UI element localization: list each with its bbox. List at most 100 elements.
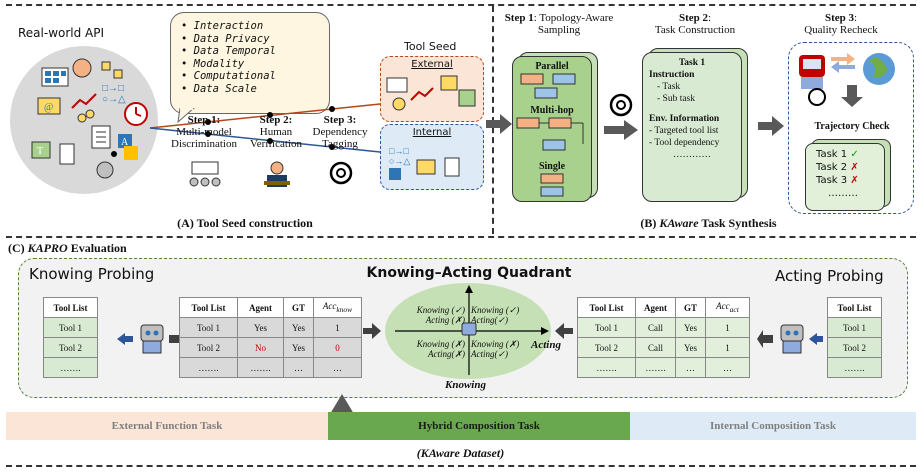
task-list-item: Task 3 ✗	[816, 175, 859, 186]
task-list: Task 1 ✓ Task 2 ✗ Task 3 ✗ ………	[805, 143, 885, 211]
panel-a-caption: (A) Tool Seed construction	[177, 216, 313, 230]
arrow-sampling-to-task	[604, 120, 638, 140]
env-item: - Tool dependency	[649, 138, 720, 148]
instruction-label: Instruction	[649, 70, 695, 80]
external-tool-icons	[386, 75, 476, 111]
svg-text:□→□: □→□	[389, 146, 409, 156]
single-label: Single	[538, 161, 566, 172]
criteria-item: • Data Scale	[181, 82, 257, 95]
evaluation-box: Knowing Probing Acting Probing Knowing–A…	[18, 258, 908, 398]
panel-b-caption: (B) KAware Task Synthesis	[640, 216, 777, 230]
quadrant-x-axis-label: Acting	[531, 339, 561, 351]
b-step2-label: Step 2:Task Construction	[654, 12, 736, 36]
quadrant-bottom-left: Knowing (✗)Acting(✗)	[416, 339, 465, 359]
ellipsis: …………	[673, 150, 711, 160]
human-verifier-icon	[264, 161, 290, 187]
panel-c-title: (C) KAPRO Evaluation	[8, 241, 127, 255]
quadrant-title: Knowing–Acting Quadrant	[366, 265, 572, 281]
internal-composition-task: Internal Composition Task	[630, 412, 916, 440]
panel-a: Real-world API □→□ ○→△ @ A T	[0, 0, 490, 236]
middle-divider	[6, 236, 916, 238]
bottom-border	[6, 465, 916, 467]
quadrant-y-axis-label: Knowing	[445, 379, 486, 391]
criteria-item: • Data Temporal	[181, 45, 276, 58]
criteria-bubble: • Interaction • Data Privacy • Data Temp…	[170, 12, 330, 114]
svg-text:A: A	[121, 137, 129, 148]
tool-list-row: Tool 1	[43, 317, 98, 338]
tool-list-row: …….	[43, 357, 98, 378]
tool-list-row: Tool 2	[827, 337, 882, 358]
external-label: External	[411, 59, 453, 70]
quadrant-top-right: Knowing (✓)Acting(✓)	[471, 305, 520, 325]
internal-tool-icons: □→□ ○→△	[389, 146, 460, 180]
arrow-a-to-b	[486, 114, 512, 134]
b-step3-label: Step 3:Quality Recheck	[804, 12, 878, 36]
tool-list-header: Tool List	[43, 297, 98, 318]
criteria-item: • Computational	[181, 70, 276, 83]
arrow-from-acting	[555, 323, 573, 339]
people-discussion-icon	[189, 161, 221, 187]
quadrant-top-left: Knowing (✓)Acting (✗)	[416, 305, 465, 325]
top-border	[6, 4, 916, 6]
openai-icon	[609, 93, 633, 117]
knowing-tool-list: Tool List Tool 1 Tool 2 …….	[43, 297, 98, 378]
knowing-robot-arrows	[117, 324, 187, 354]
table-header-row: Tool List Agent GT Accknow	[179, 297, 362, 318]
step3-label: Step 3: Dependency Tagging	[312, 114, 368, 150]
task-list-more: ………	[828, 188, 858, 199]
subtask-item: - Sub task	[657, 94, 695, 104]
api-circle: □→□ ○→△ @ A T	[10, 46, 158, 194]
tool-list-row: Tool 2	[43, 337, 98, 358]
criteria-item: • Modality	[181, 57, 245, 70]
external-function-task: External Function Task	[6, 412, 328, 440]
knowing-probing-label: Knowing Probing	[29, 265, 155, 283]
arrow-to-quadrant	[363, 323, 381, 339]
task-card: Task 1 Instruction - Task - Sub task Env…	[642, 52, 742, 202]
parallel-label: Parallel	[535, 61, 569, 72]
step2-label: Step 2: Human Verification	[250, 114, 302, 150]
criteria-item: • Interaction	[181, 20, 264, 32]
acting-tool-list: Tool List Tool 1 Tool 2 …….	[827, 297, 882, 378]
quality-recheck-box: Trajectory Check Task 1 ✓ Task 2 ✗ Task …	[788, 42, 914, 214]
svg-text:@: @	[44, 102, 53, 113]
env-item: - Targeted tool list	[649, 126, 719, 136]
dataset-pointer	[330, 394, 354, 414]
acting-probing-label: Acting Probing	[775, 267, 884, 285]
internal-seed-box: Internal □→□ ○→△	[380, 124, 484, 190]
svg-text:□→□: □→□	[102, 83, 124, 94]
svg-text:T: T	[37, 146, 43, 157]
multihop-graph	[516, 117, 584, 151]
api-icons: □→□ ○→△ @ A T	[31, 58, 148, 179]
tool-list-row: …….	[827, 357, 882, 378]
tool-list-header: Tool List	[827, 297, 882, 318]
internal-label: Internal	[412, 127, 452, 138]
task-item: - Task	[657, 82, 681, 92]
tool-seed-label: Tool Seed	[404, 40, 457, 53]
quadrant-bottom-right: Knowing (✗)Acting(✓)	[471, 339, 520, 359]
real-world-api-label: Real-world API	[18, 26, 105, 40]
openai-icon	[329, 161, 353, 185]
hybrid-composition-task: Hybrid Composition Task	[328, 412, 630, 440]
svg-text:○→△: ○→△	[102, 94, 126, 105]
svg-text:○→△: ○→△	[389, 156, 410, 166]
table-row: …….…….……	[179, 357, 362, 378]
task-list-item: Task 2 ✗	[816, 162, 859, 173]
step1-label: Step 1: Multi-model Discrimination	[171, 114, 237, 150]
trajectory-check-label: Trajectory Check	[814, 121, 890, 132]
external-seed-box: External	[380, 56, 484, 122]
env-info-label: Env. Information	[649, 114, 720, 124]
dataset-caption: (KAware Dataset)	[416, 446, 505, 460]
criteria-item: • Data Privacy	[181, 32, 270, 45]
quadrant-axes	[395, 285, 549, 375]
table-header-row: Tool List Agent GT Accact	[577, 297, 750, 318]
bubble-tail	[177, 108, 195, 124]
parallel-graph	[520, 73, 576, 99]
task-list-item: Task 1 ✓	[816, 149, 859, 160]
